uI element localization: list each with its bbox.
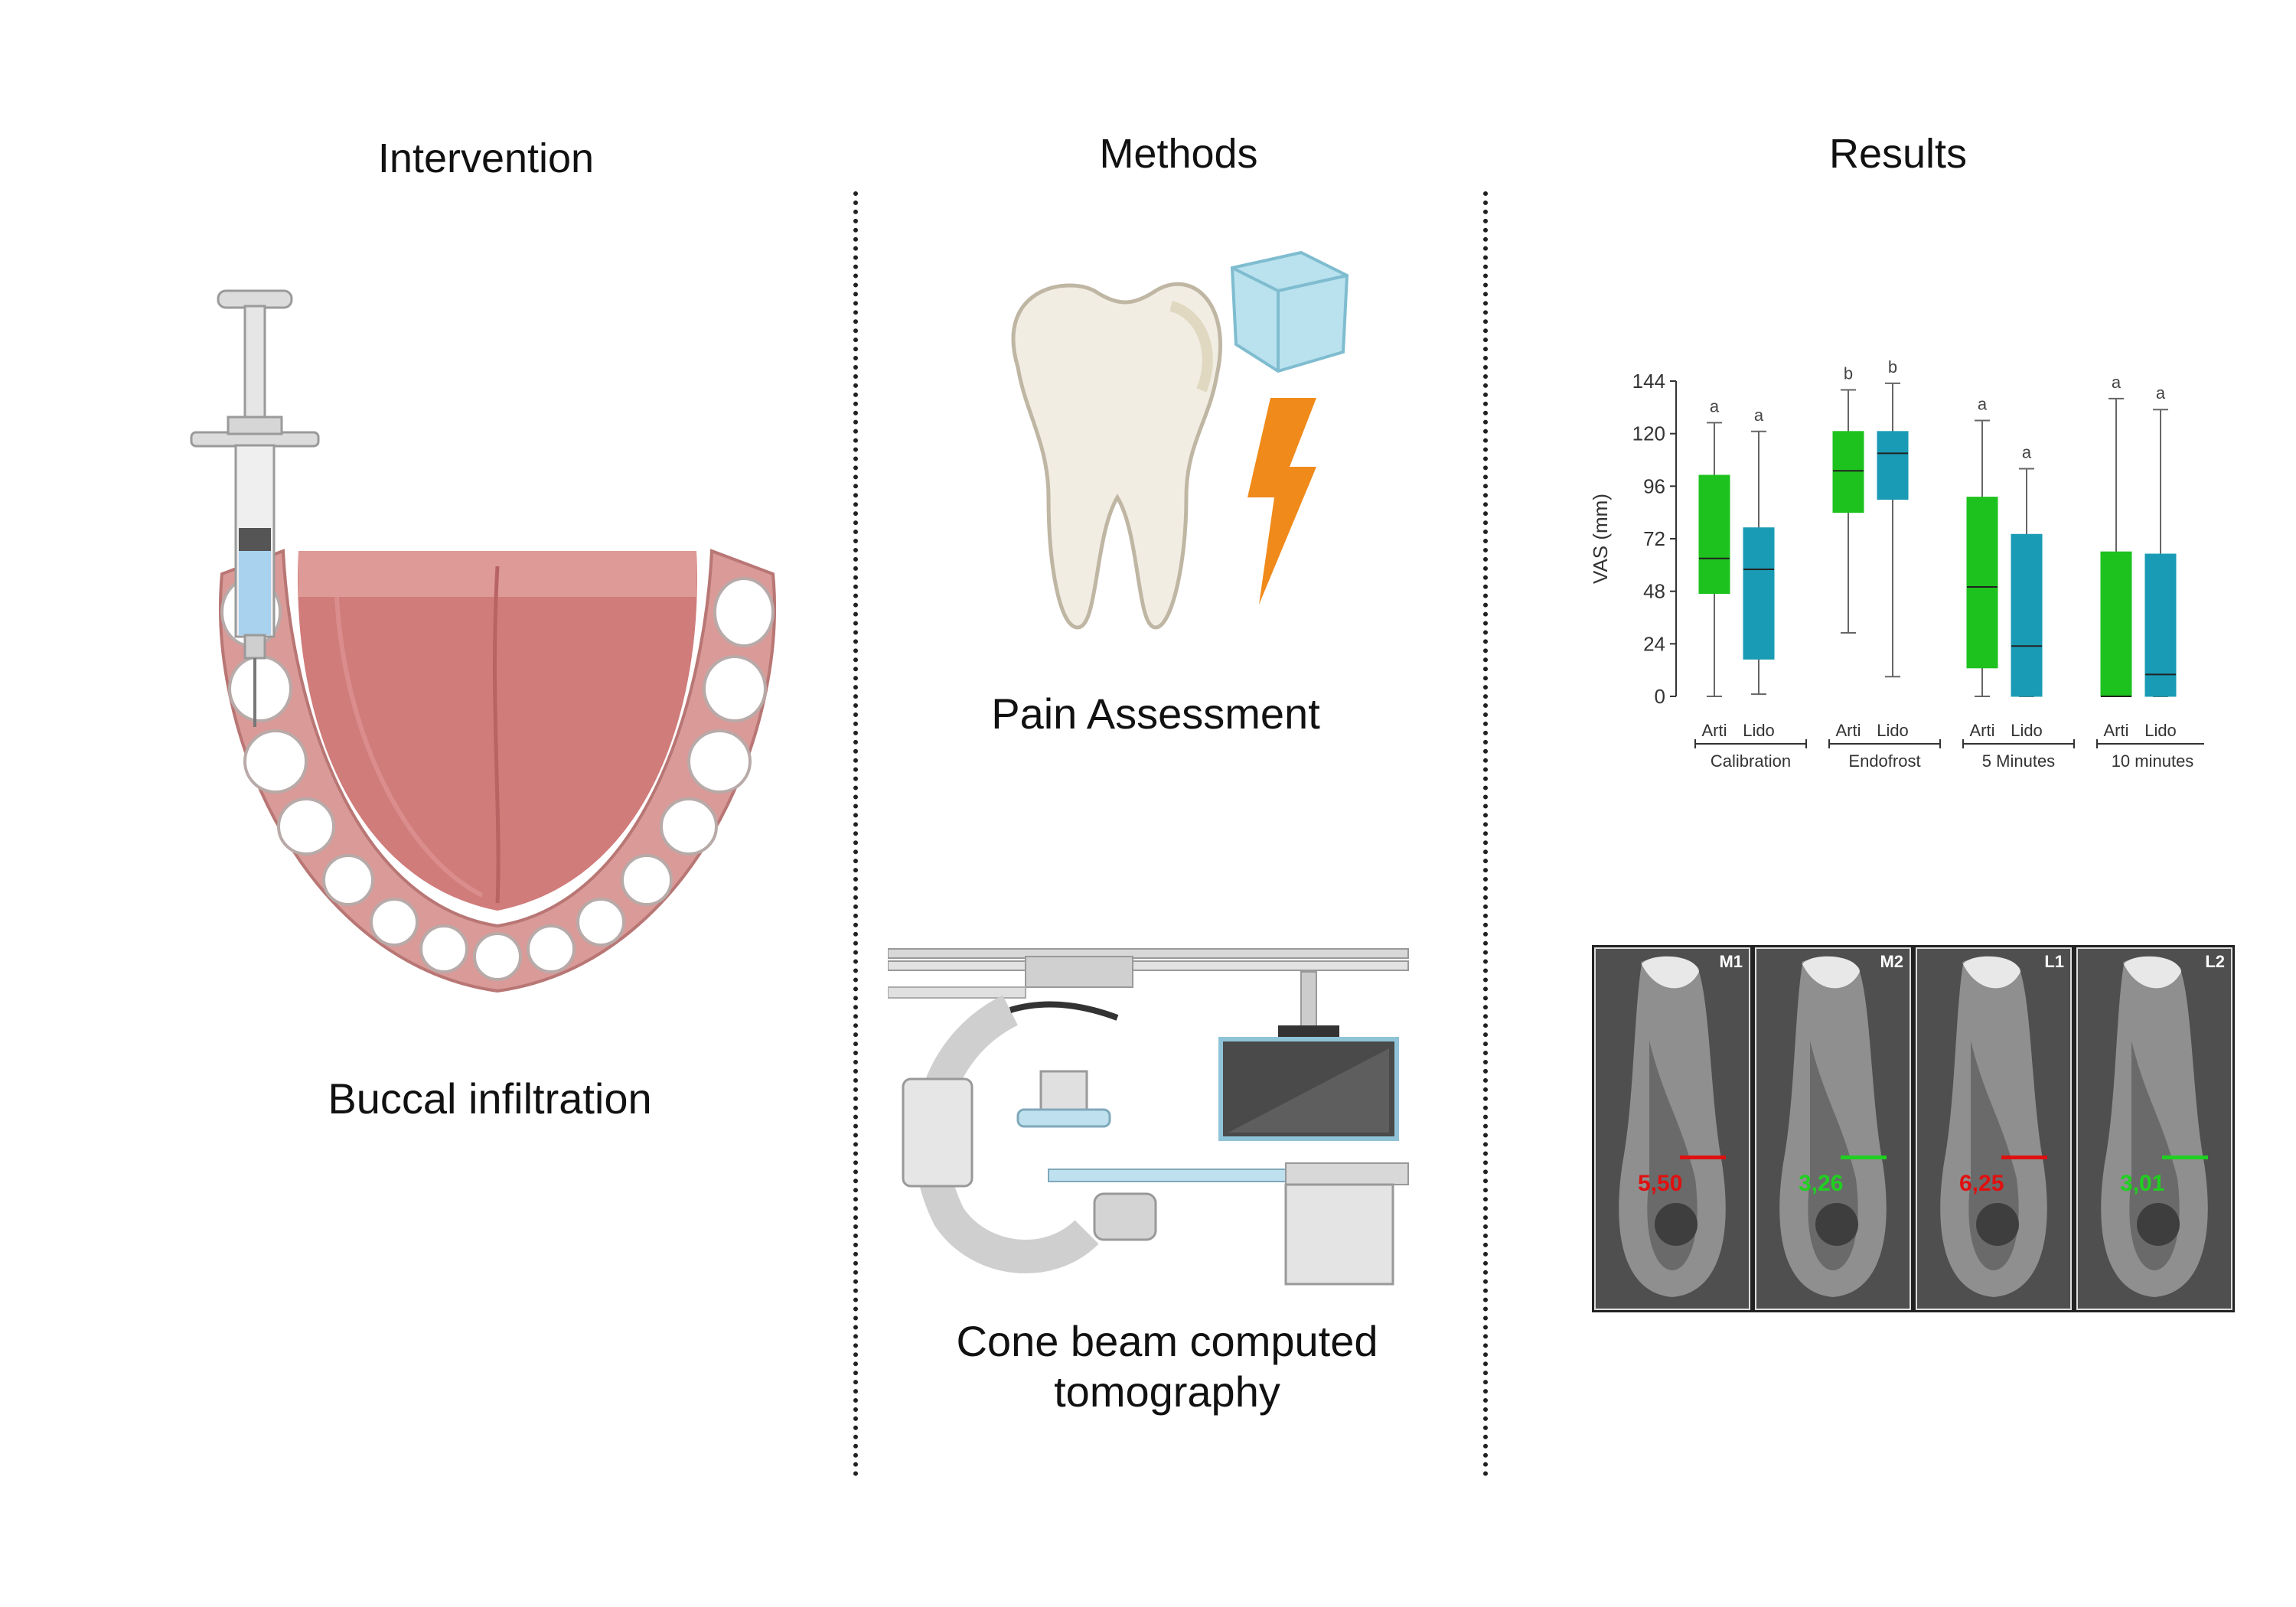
x-group-label: Calibration bbox=[1711, 751, 1791, 771]
intervention-caption: Buccal infiltration bbox=[328, 1074, 652, 1123]
ct-measure-line bbox=[2001, 1156, 2047, 1159]
x-subgroup-label: Arti bbox=[1970, 721, 1995, 740]
significance-letter: b bbox=[1888, 357, 1897, 376]
ct-measure-value: 6,25 bbox=[1959, 1171, 2004, 1196]
box-arti bbox=[1832, 431, 1864, 513]
results-title: Results bbox=[1828, 131, 1968, 177]
ct-panel-tag: M1 bbox=[1719, 952, 1743, 971]
y-tick-label: 72 bbox=[1643, 527, 1665, 550]
lightning-icon bbox=[1247, 398, 1316, 605]
x-subgroup-label: Lido bbox=[2144, 721, 2177, 740]
cbct-machine-illustration bbox=[888, 948, 1409, 1286]
x-group-label: 5 Minutes bbox=[1982, 751, 2055, 771]
x-subgroup-label: Lido bbox=[1877, 721, 1909, 740]
x-group-label: Endofrost bbox=[1848, 751, 1920, 771]
box-lido bbox=[2144, 553, 2177, 697]
ct-panel-tag: L2 bbox=[2205, 952, 2225, 971]
ct-panel-tag: M2 bbox=[1880, 952, 1903, 971]
x-subgroup-label: Arti bbox=[1702, 721, 1727, 740]
significance-letter: a bbox=[2156, 383, 2166, 403]
methods-title: Methods bbox=[1099, 131, 1258, 177]
y-axis-label: VAS (mm) bbox=[1589, 494, 1612, 584]
pain-illustration bbox=[1011, 250, 1349, 630]
ct-slice bbox=[1596, 949, 1749, 1309]
y-tick-label: 48 bbox=[1643, 580, 1665, 603]
cbct-caption-line1: Cone beam computed bbox=[956, 1317, 1378, 1365]
ct-measure-line bbox=[1680, 1156, 1726, 1159]
x-group-label: 10 minutes bbox=[2112, 751, 2194, 771]
ct-panel: M1 5,50 bbox=[1594, 947, 1750, 1310]
ct-measure-line bbox=[1841, 1156, 1887, 1159]
divider-right bbox=[1483, 191, 1488, 1477]
ct-measure-line bbox=[2162, 1156, 2208, 1159]
y-tick-label: 120 bbox=[1632, 422, 1665, 445]
box-lido bbox=[1743, 527, 1775, 660]
cbct-caption: Cone beam computed tomography bbox=[918, 1316, 1416, 1417]
x-subgroup-label: Arti bbox=[1836, 721, 1861, 740]
box-lido bbox=[2011, 533, 2043, 697]
cbct-images-strip: M1 5,50 M2 3,26 L1 6,25 L2 3,01 bbox=[1592, 945, 2235, 1312]
ct-measure-value: 3,26 bbox=[1799, 1171, 1844, 1196]
ct-panel: L2 3,01 bbox=[2076, 947, 2232, 1310]
box-arti bbox=[1966, 497, 1998, 669]
box-arti bbox=[2100, 551, 2132, 697]
ct-slice bbox=[1756, 949, 1910, 1309]
ct-slice bbox=[1917, 949, 2070, 1309]
x-subgroup-label: Lido bbox=[2011, 721, 2043, 740]
cbct-caption-line2: tomography bbox=[1054, 1367, 1280, 1416]
significance-letter: a bbox=[1978, 395, 1988, 414]
syringe-icon bbox=[190, 289, 320, 727]
significance-letter: a bbox=[2112, 373, 2122, 392]
pain-assessment-caption: Pain Assessment bbox=[991, 689, 1320, 738]
ct-panel: L1 6,25 bbox=[1916, 947, 2072, 1310]
significance-letter: b bbox=[1844, 363, 1853, 383]
ct-measure-value: 5,50 bbox=[1638, 1171, 1683, 1196]
ct-panel-tag: L1 bbox=[2044, 952, 2064, 971]
ct-measure-value: 3,01 bbox=[2120, 1171, 2165, 1196]
tooth-icon bbox=[1011, 282, 1222, 630]
y-tick-label: 24 bbox=[1643, 632, 1665, 655]
significance-letter: a bbox=[2022, 442, 2032, 461]
significance-letter: a bbox=[1754, 406, 1764, 425]
box-lido bbox=[1877, 431, 1909, 500]
intervention-title: Intervention bbox=[377, 135, 595, 181]
ct-panel: M2 3,26 bbox=[1755, 947, 1911, 1310]
box-arti bbox=[1698, 474, 1730, 595]
x-subgroup-label: Lido bbox=[1743, 721, 1775, 740]
divider-left bbox=[853, 191, 858, 1477]
y-tick-label: 96 bbox=[1643, 474, 1665, 497]
ice-cube-icon bbox=[1230, 250, 1349, 373]
y-tick-label: 0 bbox=[1655, 685, 1665, 708]
x-subgroup-label: Arti bbox=[2104, 721, 2129, 740]
significance-letter: a bbox=[1710, 396, 1720, 416]
mandible-illustration bbox=[190, 289, 777, 993]
ct-slice bbox=[2078, 949, 2231, 1309]
y-tick-label: 144 bbox=[1632, 370, 1665, 393]
